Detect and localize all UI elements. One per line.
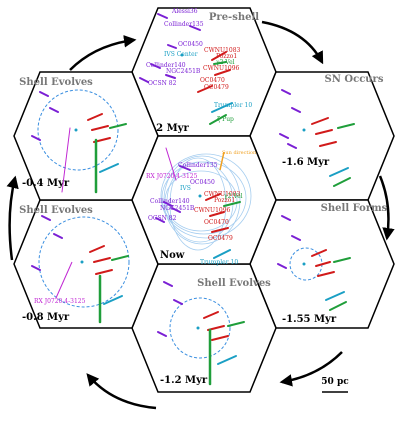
panel-title: Shell Evolves — [197, 278, 271, 289]
label-ngc2451b: NGC2451B — [160, 205, 195, 212]
label-gamma2vel: γ2 Vel — [224, 193, 243, 200]
label-collinder140: Collinder140 — [146, 62, 186, 69]
panel-title: Pre-shell — [209, 12, 259, 23]
panel-shell-forms: Shell Forms -1.55 Myr — [249, 199, 395, 329]
evolves-left-markers — [31, 215, 129, 324]
panel-time: -0.8 Myr — [22, 312, 70, 323]
label-ivs: IVS — [180, 185, 191, 192]
panel-time: Now — [160, 250, 185, 261]
panel-shell-evolves-bottom: Shell Evolves -1.2 Myr — [131, 263, 277, 393]
label-ocsn82: OCSN 82 — [148, 215, 177, 222]
label-oc0450: OC0450 — [190, 179, 215, 186]
panel-title: SN Occurs — [325, 74, 384, 85]
arrow-top-to-preshell — [69, 35, 137, 71]
scale-bar-label: 50 pc — [321, 377, 349, 387]
panel-time: -1.2 Myr — [160, 375, 208, 386]
label-cwnu1096: CWNU1096 — [194, 207, 231, 214]
label-oc0479: OC0479 — [204, 84, 229, 91]
label-cwnu1083: CWNU1083 — [204, 47, 241, 54]
label-cwnu1083: CWNU1083 — [204, 191, 241, 198]
label-trumpler10: Trumpler 10 — [214, 102, 252, 109]
label-collinder135: Collinder135 — [164, 21, 204, 28]
panel-shell-evolves-top: Shell Evolves -0.4 Myr — [13, 71, 159, 201]
panel-title: Shell Evolves — [19, 77, 93, 88]
panel-title: Shell Evolves — [19, 205, 93, 216]
now-markers — [155, 147, 241, 259]
cycle-arrows — [6, 20, 395, 410]
panel-time: -0.4 Myr — [22, 178, 70, 189]
label-collinder140: Collinder140 — [150, 198, 190, 205]
arrow-left-to-top — [6, 175, 19, 261]
label-rxj: RX J0720.4-3125 — [34, 298, 86, 305]
label-pozzo1: Pozzo1 — [216, 53, 237, 60]
panel-shell-evolves-left: Shell Evolves -0.8 Myr RX J0720.4-3125 — [13, 199, 159, 329]
evolves-bottom-markers — [157, 281, 245, 386]
arrow-evolves-to-left — [86, 373, 157, 410]
label-rxj: RX J0720.4-3125 — [146, 173, 198, 180]
sun-direction-arrow — [219, 151, 225, 171]
arrow-preshell-to-sn — [261, 20, 324, 65]
label-ngc2451b: NGC2451B — [166, 68, 201, 75]
label-ocsn82: OCSN 82 — [148, 80, 177, 87]
label-trumpler10: Trumpler 10 — [200, 259, 238, 266]
panel-time: -1.55 Myr — [282, 314, 337, 325]
label-collinder135: Collinder135 — [178, 162, 218, 169]
label-oc0470: OC0470 — [204, 219, 229, 226]
label-alessi36: Alessi36 — [171, 8, 198, 15]
panel-title: Shell Forms — [321, 203, 388, 214]
shell-ring — [38, 216, 130, 308]
shell-ring — [169, 297, 231, 359]
arrow-sn-to-shellforms — [378, 175, 395, 241]
sn-markers — [279, 89, 355, 187]
panel-time: -1.6 Myr — [282, 157, 330, 168]
evolves-top-markers — [31, 91, 127, 194]
label-oc0450: OC0450 — [178, 41, 203, 48]
label-zetapup: ζ Pup — [217, 116, 234, 123]
preshell-markers — [139, 13, 233, 125]
label-sun-direction: Sun direction — [222, 150, 257, 156]
label-pozzo1: Pozzo1 — [214, 197, 235, 204]
label-oc0479: OC0479 — [208, 235, 233, 242]
panel-sn-occurs: SN Occurs -1.6 Myr — [249, 71, 395, 201]
panel-time: -2 Myr — [152, 123, 189, 134]
panel-now: Now Sun direction Collinder135 RX J0720.… — [131, 135, 277, 266]
arrow-shellforms-to-evolves — [279, 351, 343, 387]
panel-preshell: Pre-shell -2 Myr Alessi36 Collinder135 O… — [131, 7, 277, 137]
shellforms-markers — [277, 215, 351, 311]
label-oc0470: OC0470 — [200, 77, 225, 84]
label-cwnu1096: CWNU1096 — [203, 65, 240, 72]
scale-bar: 50 pc — [321, 377, 349, 393]
shell-ring — [37, 89, 119, 171]
